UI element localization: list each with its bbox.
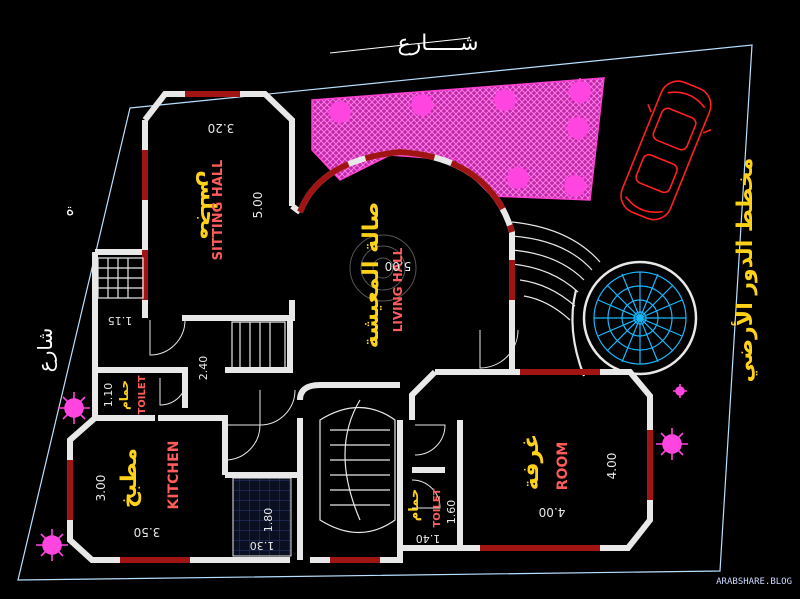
living-hall-ar: صالة المعيشة	[359, 202, 384, 348]
dim-1-15: 1.15	[108, 314, 133, 327]
dim-2-40: 2.40	[197, 356, 210, 381]
car-icon	[620, 80, 712, 221]
room-length: 4.00	[605, 453, 619, 480]
toilet-left-en: TOILET	[137, 375, 148, 414]
entrance-steps	[511, 221, 601, 377]
room-width: 4.00	[539, 505, 566, 519]
site-boundary	[17, 44, 753, 581]
tiled-floor	[232, 477, 292, 557]
garden-zone	[311, 77, 605, 201]
street-label-left-small: ة	[66, 200, 74, 219]
toilet-right-en: TOILET	[432, 488, 443, 527]
kitchen-width: 3.50	[134, 525, 161, 539]
garden-plants	[36, 78, 688, 561]
toilet-right-ar: حمام	[407, 489, 422, 522]
toilet-right-length: 1.60	[445, 500, 458, 525]
dim-1-80: 1.80	[262, 508, 275, 533]
kitchen-en: KITCHEN	[166, 441, 182, 510]
dim-1-30: 1.30	[250, 539, 275, 552]
living-hall-dim: 5.00	[385, 259, 412, 273]
kitchen-length: 3.00	[94, 475, 108, 502]
stairs	[97, 257, 396, 534]
street-label-left: شارع	[33, 328, 57, 372]
kitchen-ar: مطبخ	[117, 448, 142, 508]
watermark-text: ARABSHARE.BLOG	[716, 577, 792, 587]
living-hall-en: LIVING HALL	[391, 247, 405, 332]
sitting-hall-length: 5.00	[251, 192, 265, 219]
sitting-hall-width: 3.20	[208, 121, 235, 135]
fountain-icon	[582, 260, 698, 376]
watermark-emblem	[349, 234, 417, 302]
toilet-right-width: 1.40	[416, 532, 441, 545]
street-label-top: شـــــارع	[397, 31, 478, 56]
sitting-hall-ar: مجلس	[195, 170, 220, 240]
room-en: ROOM	[555, 442, 571, 491]
doors	[149, 319, 519, 509]
toilet-left-dim: 1.10	[102, 383, 115, 408]
room-ar: غرفة	[519, 434, 544, 490]
plan-title: مخطط الدور الأرضي	[730, 158, 758, 383]
toilet-left-ar: حمام	[117, 380, 132, 410]
windows	[67, 91, 653, 563]
sitting-hall-en: SITTING HALL	[211, 160, 226, 261]
